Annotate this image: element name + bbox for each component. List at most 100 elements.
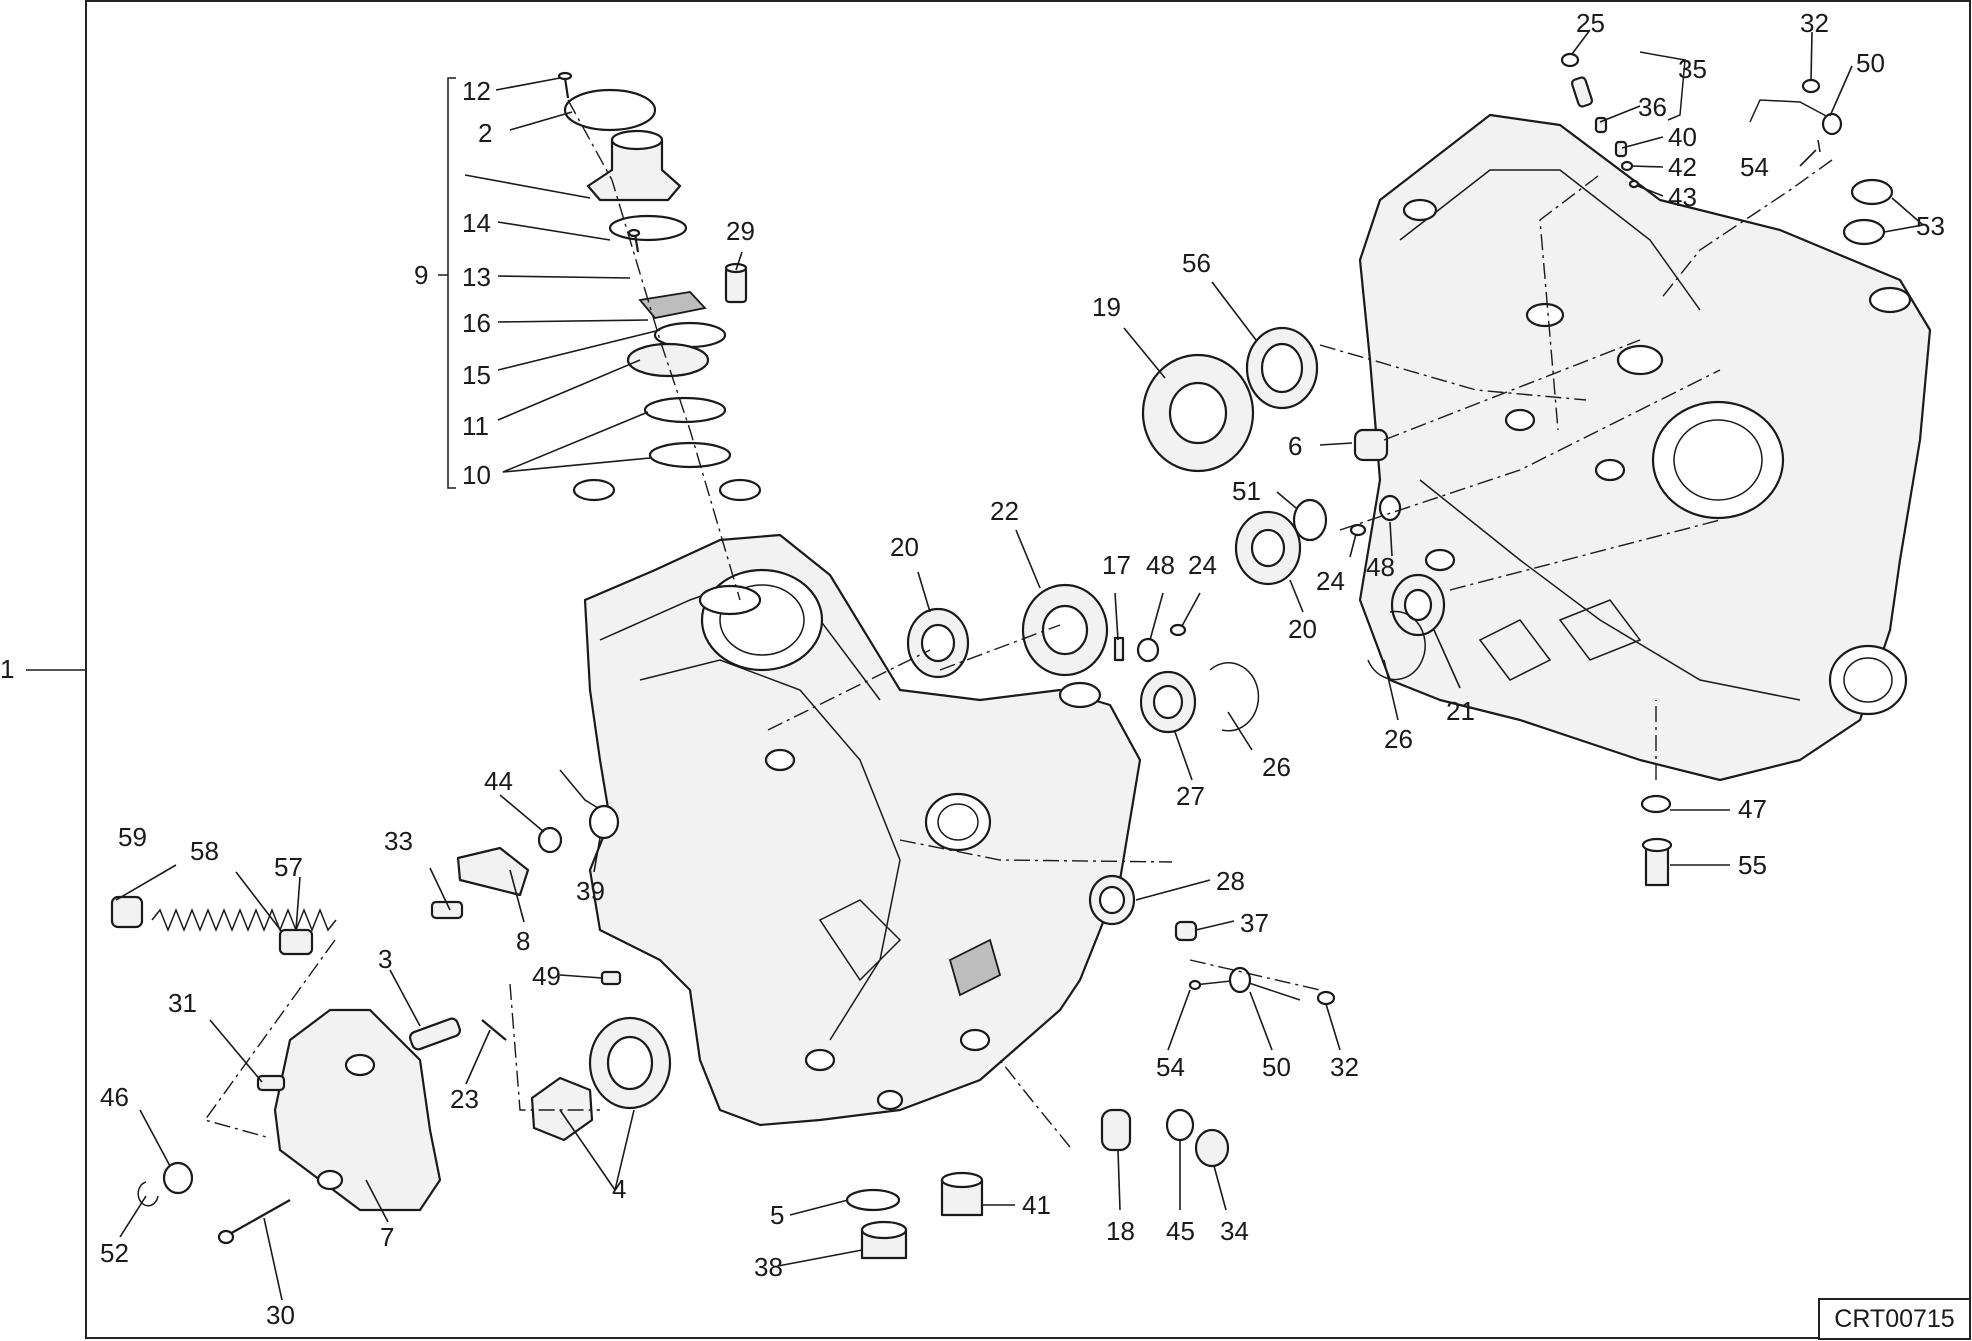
screw-32-upper: [1801, 78, 1821, 94]
bush-6: [1353, 428, 1389, 462]
brace-9: [447, 77, 456, 489]
callout-41: 41: [1022, 1190, 1051, 1220]
callout-10: 10: [462, 460, 491, 490]
callout-31: 31: [168, 988, 197, 1018]
callout-53: 53: [1916, 211, 1945, 241]
callout-1: 1: [0, 654, 14, 684]
callout-13: 13: [462, 262, 491, 292]
screw-24-right: [1349, 523, 1367, 537]
callout-29: 29: [726, 216, 755, 246]
callout-14: 14: [462, 208, 491, 238]
circlip-26-right: [1367, 610, 1426, 681]
screw-32-lower: [1316, 990, 1336, 1006]
left-crankcase-half: [572, 478, 1142, 1127]
callout-27: 27: [1176, 781, 1205, 811]
leader-lines: [115, 29, 1924, 1301]
callout-25: 25: [1576, 8, 1605, 38]
callout-47: 47: [1738, 794, 1767, 824]
cap-25: [1560, 52, 1580, 68]
callout-50-lower: 50: [1262, 1052, 1291, 1082]
part-40: [1614, 140, 1628, 158]
spring-39: [588, 804, 620, 840]
callout-23: 23: [450, 1084, 479, 1114]
washer-44: [537, 826, 563, 854]
plug-37: [1174, 920, 1198, 942]
callout-19: 19: [1092, 292, 1121, 322]
callout-32-lower: 32: [1330, 1052, 1359, 1082]
callout-34: 34: [1220, 1216, 1249, 1246]
callout-24-left: 24: [1188, 550, 1217, 580]
callout-21: 21: [1446, 696, 1475, 726]
seal-45: [1165, 1108, 1195, 1142]
callout-48-right: 48: [1366, 552, 1395, 582]
valve-57: [278, 928, 314, 956]
callout-12: 12: [462, 76, 491, 106]
dowel-49: [600, 970, 622, 986]
callout-20-left: 20: [890, 532, 919, 562]
callout-57: 57: [274, 852, 303, 882]
callout-40: 40: [1668, 122, 1697, 152]
oring-53-b: [1842, 218, 1886, 246]
callout-20-right: 20: [1288, 614, 1317, 644]
bolt-30: [227, 1199, 291, 1236]
spring-36: [1594, 116, 1608, 134]
callout-8: 8: [516, 926, 530, 956]
callout-17: 17: [1102, 550, 1131, 580]
callout-43: 43: [1668, 182, 1697, 212]
screw-54-upper: [1817, 139, 1821, 153]
callout-36: 36: [1638, 92, 1667, 122]
spring-58: [151, 907, 337, 933]
callout-22: 22: [990, 496, 1019, 526]
screw-31: [256, 1074, 286, 1092]
callout-24-right: 24: [1316, 566, 1345, 596]
callout-2: 2: [478, 118, 492, 148]
callout-45: 45: [1166, 1216, 1195, 1246]
right-crankcase-half: [1358, 113, 1932, 782]
callout-16: 16: [462, 308, 491, 338]
callout-37: 37: [1240, 908, 1269, 938]
screw-24-left: [1169, 623, 1187, 637]
callout-7: 7: [380, 1222, 394, 1252]
callout-6: 6: [1288, 431, 1302, 461]
plug-34: [1194, 1128, 1230, 1168]
callout-54-upper: 54: [1740, 152, 1769, 182]
callout-labels: 1 12 2 14 13 16 15 11 10 9 29 20 22 17 4…: [0, 8, 1945, 1330]
pin-17: [1113, 636, 1125, 662]
callout-5: 5: [770, 1200, 784, 1230]
ring-51: [1292, 498, 1328, 542]
part-42: [1620, 160, 1634, 172]
callout-55: 55: [1738, 850, 1767, 880]
plug-35: [1570, 76, 1594, 108]
callout-18: 18: [1106, 1216, 1135, 1246]
callout-58: 58: [190, 836, 219, 866]
callout-44: 44: [484, 766, 513, 796]
bush-18: [1100, 1108, 1132, 1152]
washer-46: [162, 1161, 194, 1195]
callout-50-upper: 50: [1856, 48, 1885, 78]
callout-39: 39: [576, 876, 605, 906]
assembly-lines: [203, 159, 1833, 1148]
callout-11: 11: [462, 411, 489, 441]
callout-46: 46: [100, 1082, 129, 1112]
washer-48-left: [1136, 637, 1160, 663]
callout-52: 52: [100, 1238, 129, 1268]
washer-48-right: [1378, 494, 1402, 522]
rotor-4-small: [530, 1076, 594, 1142]
oring-53-a: [1850, 178, 1894, 206]
right-small-parts: [1174, 52, 1894, 1006]
washer-47: [1640, 794, 1672, 814]
breather-assembly: [438, 71, 748, 601]
callout-54-lower: 54: [1156, 1052, 1185, 1082]
callout-51: 51: [1232, 476, 1261, 506]
callout-59: 59: [118, 822, 147, 852]
screw-54-lower: [1188, 979, 1202, 991]
callout-38: 38: [754, 1252, 783, 1282]
callout-48-left: 48: [1146, 550, 1175, 580]
callout-3: 3: [378, 944, 392, 974]
drawing-frame: [85, 0, 1971, 1339]
part-43: [1628, 179, 1640, 189]
pin-23: [481, 1019, 507, 1041]
bottom-plugs: [845, 1108, 1230, 1260]
callout-9: 9: [414, 260, 428, 290]
